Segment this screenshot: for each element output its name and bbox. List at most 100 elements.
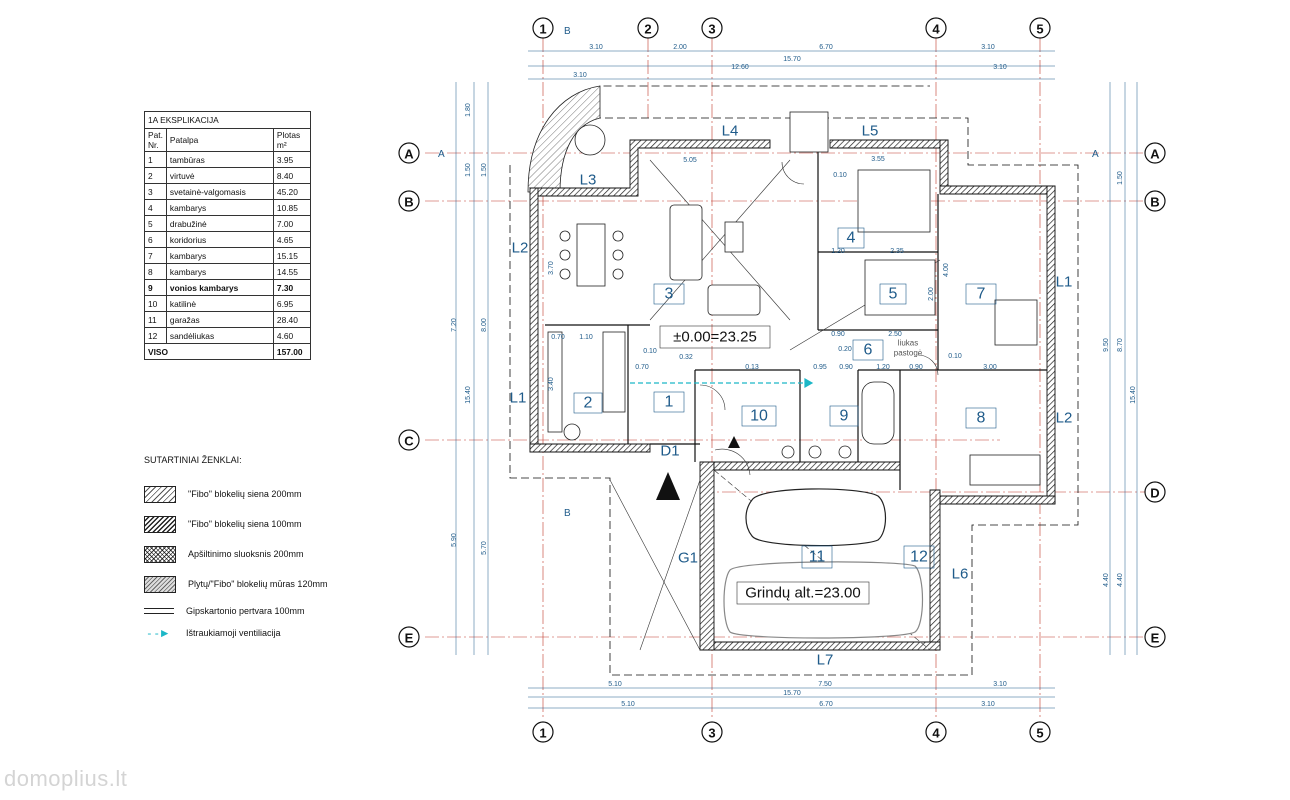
room-number: 2	[584, 395, 593, 412]
dimension-text: 1.50	[465, 163, 472, 177]
total-area: 157.00	[272, 343, 311, 360]
room-number: 7	[977, 286, 986, 303]
dimension-text: 8.70	[1117, 338, 1124, 352]
dimension-text: 12.60	[731, 64, 749, 71]
dimension-text: 1.50	[481, 163, 488, 177]
axis-left-b	[398, 190, 420, 212]
dimension-text: 5.70	[481, 541, 488, 555]
dimension-text: 0.10	[948, 353, 962, 360]
axis-label: A	[1150, 147, 1160, 162]
dimension-text: 1.80	[465, 103, 472, 117]
floor-elevation: ±0.00=23.25	[673, 329, 757, 346]
room-number: 10	[750, 408, 768, 425]
dimension-text: 1.10	[579, 334, 593, 341]
row-nr: 11	[144, 311, 167, 328]
dimension-text: 1.20	[876, 364, 890, 371]
legend-label: Ištraukiamoji ventiliacija	[186, 628, 281, 638]
dimension-text: 4.00	[943, 263, 950, 277]
hatch-swatch	[144, 575, 176, 593]
dimension-text: 5.05	[683, 157, 697, 164]
dimension-text: 3.10	[993, 681, 1007, 688]
dimension-text: 1.50	[1117, 171, 1124, 185]
axis-left-a	[398, 142, 420, 164]
dimension-text: 0.32	[679, 354, 693, 361]
row-name: katilinė	[165, 295, 274, 312]
terrace	[527, 85, 601, 193]
axis-bottom-5	[1029, 721, 1051, 743]
row-name: tambūras	[165, 151, 274, 168]
axis-right-e	[1144, 626, 1166, 648]
row-name: drabužinė	[165, 215, 274, 232]
wall-label: D1	[660, 443, 679, 460]
car-bottom	[723, 561, 924, 639]
room-number: 12	[910, 549, 928, 566]
row-name: virtuvė	[165, 167, 274, 184]
dimension-text: 1.20	[831, 248, 845, 255]
row-nr: 3	[144, 183, 167, 200]
row-area: 7.00	[272, 215, 311, 232]
ventilation-arrow	[630, 377, 814, 389]
dimension-text: 15.40	[465, 386, 472, 404]
dimension-text: 3.10	[993, 64, 1007, 71]
axis-label: 5	[1036, 726, 1043, 741]
dimension-text: 0.10	[833, 172, 847, 179]
room-number: 6	[864, 342, 873, 359]
wall-label: L5	[862, 123, 879, 140]
wall-label: L7	[817, 652, 834, 669]
axis-bottom-3	[701, 721, 723, 743]
garage-elevation: Grindų alt.=23.00	[745, 585, 861, 602]
dimension-text: 6.70	[819, 44, 833, 51]
axis-label: 3	[708, 22, 715, 37]
legend-label: Apšiltinimo sluoksnis 200mm	[188, 549, 304, 559]
dimension-text: 3.70	[548, 261, 555, 275]
dimension-text: 7.50	[818, 681, 832, 688]
axis-label: 1	[539, 726, 546, 741]
header-name: Patalpa	[165, 128, 274, 152]
dimension-text: 0.90	[909, 364, 923, 371]
row-nr: 1	[144, 151, 167, 168]
axis-right-d	[1144, 481, 1166, 503]
dimension-text: 8.00	[481, 318, 488, 332]
axis-bubbles	[398, 17, 1166, 743]
hatch-swatch	[144, 485, 176, 503]
row-area: 14.55	[272, 263, 311, 280]
dimension-text: 3.10	[981, 701, 995, 708]
dimension-text: 2.35	[890, 248, 904, 255]
axis-bottom-1	[532, 721, 554, 743]
row-area: 45.20	[272, 183, 311, 200]
entrance-marker-large	[656, 472, 680, 500]
row-area: 28.40	[272, 311, 311, 328]
axis-label: 3	[708, 726, 715, 741]
row-nr: 4	[144, 199, 167, 216]
wall-label: L1	[510, 390, 527, 407]
row-nr: 8	[144, 263, 167, 280]
wall-label: L3	[580, 172, 597, 189]
legend-label: "Fibo" blokelių siena 200mm	[188, 489, 302, 499]
section-marker: A	[438, 149, 445, 160]
row-area: 10.85	[272, 199, 311, 216]
row-area: 4.65	[272, 231, 311, 248]
room-number: 9	[840, 408, 849, 425]
row-area: 15.15	[272, 247, 311, 264]
row-name: sandėliukas	[165, 327, 274, 344]
header-area: Plotas m²	[272, 128, 311, 152]
dimension-lines	[455, 50, 1138, 709]
legend-item: "Fibo" blokelių siena 200mm	[144, 479, 394, 509]
axis-label: 2	[644, 22, 651, 37]
axis-label: 4	[932, 726, 940, 741]
dimension-text: 0.95	[813, 364, 827, 371]
wall-label: L6	[952, 566, 969, 583]
row-nr: 12	[144, 327, 167, 344]
hatch-label: pastogė	[894, 349, 923, 358]
dimension-text: 3.40	[548, 377, 555, 391]
axis-bottom-4	[925, 721, 947, 743]
room-number: 11	[809, 549, 826, 566]
wall-label: L2	[512, 240, 529, 257]
axis-label: D	[1150, 486, 1159, 501]
